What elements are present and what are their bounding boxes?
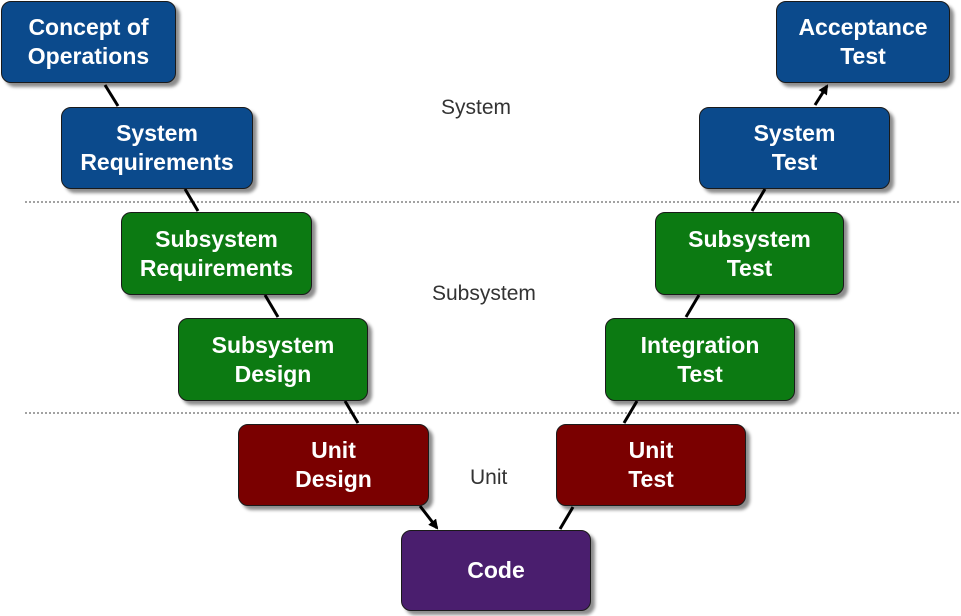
node-label-line-1: Acceptance [798,14,928,40]
node-label-line-1: Subsystem [688,225,811,252]
node-label-line-2: Design [295,466,372,492]
connector-subsysreq-subsysdesign [263,294,280,318]
node-label-line-2: Design [234,360,312,387]
node-label-line-1: Concept of [28,14,149,40]
arrow-unitdesign-code [418,505,439,530]
connector-unittest-integrationtest [622,400,639,424]
node-label-line-2: Test [677,360,723,387]
level-label-subsystem: Subsystem [432,282,536,305]
node-label-line-1: Code [467,557,525,583]
node-label-line-1: Integration [640,331,760,358]
node-label-line-2: Test [771,149,818,175]
level-label-unit: Unit [470,466,508,489]
node-label-line-1: System [753,120,836,146]
node-label-line-2: Requirements [139,254,294,281]
node-label-line-1: Subsystem [211,331,335,358]
connector-sysreq-subsysreq [183,188,200,212]
node-label-line-2: Test [840,43,886,69]
connector-subsysdesign-unitdesign [343,400,360,424]
connector-integrationtest-subsystest [684,294,701,318]
connector-conops-sysreq [103,84,120,107]
node-label-line-1: Unit [311,437,356,463]
node-label-line-2: Operations [27,43,150,69]
node-label-line-2: Requirements [80,149,234,175]
node-label-line-1: Unit [628,437,674,463]
connector-code-unittest [558,506,575,530]
level-label-system: System [441,96,512,119]
node-label-line-2: Test [628,466,674,492]
connector-subsystest-systest [750,188,767,212]
node-label-line-1: System [116,120,198,146]
concept-of-operations-node: Concept of Operations [1,1,176,83]
code-node: Code [401,530,591,611]
node-label-line-2: Test [726,254,773,281]
arrow-systest-acceptance [813,84,829,106]
node-label-line-1: Subsystem [155,225,278,252]
